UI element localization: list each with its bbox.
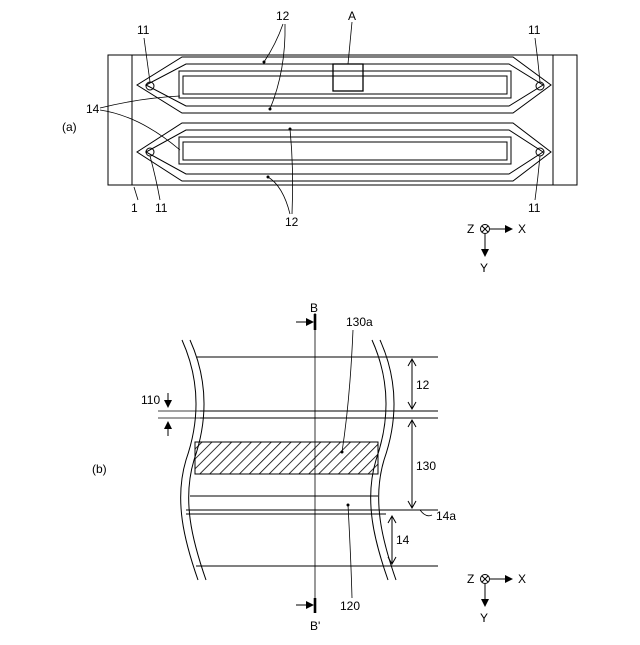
- leader-130a: [342, 330, 353, 452]
- leader-11-top-left: [144, 38, 150, 82]
- upper-outer-frame: [137, 57, 551, 113]
- leader-14-upper: [100, 96, 180, 108]
- axis-y-label-b: Y: [480, 611, 488, 625]
- label-11-top-right: 11: [528, 23, 541, 37]
- label-a: A: [348, 9, 356, 23]
- label-1: 1: [131, 201, 138, 215]
- label-12-b: 12: [416, 378, 430, 392]
- label-11-bottom-right: 11: [528, 201, 541, 215]
- label-11-bottom-left: 11: [155, 201, 168, 215]
- label-120: 120: [340, 599, 360, 613]
- dot-120: [347, 504, 350, 507]
- label-14a: 14a: [436, 509, 456, 523]
- leader-120: [348, 505, 352, 598]
- figure-a: (a) A 12: [62, 9, 577, 275]
- axis-z-label-b: Z: [467, 572, 474, 586]
- dot-12-bottom-right: [289, 128, 292, 131]
- axis-x-label-b: X: [518, 572, 526, 586]
- panel-label-b: (b): [92, 462, 107, 476]
- label-12-top: 12: [276, 9, 290, 23]
- leader-14-lower: [100, 110, 180, 150]
- leader-12-bottom-left: [268, 177, 290, 214]
- leader-12-top-left: [264, 24, 283, 62]
- label-14-b: 14: [396, 533, 410, 547]
- label-110: 110: [141, 393, 160, 407]
- axis-x-label-a: X: [518, 222, 526, 236]
- lower-slot-inner: [183, 142, 507, 160]
- leader-a: [348, 22, 352, 64]
- dot-130a: [341, 451, 344, 454]
- lower-electrode-assembly: [137, 123, 551, 181]
- upper-inner-frame: [146, 64, 543, 106]
- dot-12-bottom-left: [267, 176, 270, 179]
- axis-z-label-a: Z: [467, 222, 474, 236]
- label-130: 130: [416, 459, 436, 473]
- dot-12-top-left: [263, 61, 266, 64]
- label-130a: 130a: [346, 315, 373, 329]
- leader-11-bottom-left: [150, 156, 160, 200]
- axes-indicator-a: Z X Y: [467, 222, 526, 275]
- substrate-outline: [108, 55, 577, 185]
- leader-1: [134, 187, 138, 200]
- figure-b: (b) B B' 130a 110: [92, 301, 526, 633]
- panel-label-a: (a): [62, 120, 77, 134]
- lower-outer-frame: [137, 123, 551, 181]
- dot-12-top-right: [269, 108, 272, 111]
- lower-left-hole: [146, 148, 154, 156]
- detail-box-a: [333, 64, 363, 91]
- label-14: 14: [86, 102, 100, 116]
- label-section-b: B: [310, 301, 318, 315]
- axis-y-label-a: Y: [480, 261, 488, 275]
- break-line-right-outer: [379, 340, 396, 580]
- label-11-top-left: 11: [137, 23, 150, 37]
- axes-indicator-b: Z X Y: [467, 572, 526, 625]
- hatched-layer-130a: [195, 442, 378, 474]
- label-section-b-prime: B': [310, 619, 320, 633]
- upper-electrode-assembly: [137, 57, 551, 113]
- label-12-bottom: 12: [285, 215, 299, 229]
- leader-14a: [420, 510, 432, 516]
